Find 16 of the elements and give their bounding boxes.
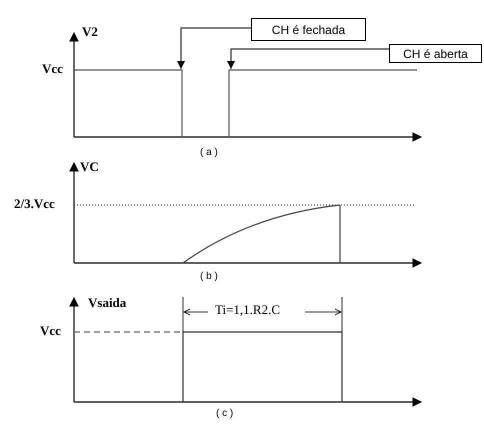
callout-box: CH é aberta [389,44,482,63]
waveform-rising-segment [228,69,417,137]
panel-caption: ( b ) [200,272,218,282]
axis-label: VC [80,160,99,173]
axis-label: V2 [82,25,98,38]
axis-label: Vsaida [88,296,126,309]
dimension-label: Ti=1,1.R2.C [213,303,282,316]
callout-box: CH é fechada [251,18,366,41]
panel-caption: ( c ) [216,409,234,419]
level-label: Vcc [42,62,63,75]
callout-arrow [177,28,252,70]
callout-arrow [227,48,390,70]
level-label: 2/3.Vcc [14,197,55,210]
waveform-falling-segment [74,69,183,137]
panel-caption: ( a ) [200,148,218,158]
level-label: Vcc [40,324,61,337]
